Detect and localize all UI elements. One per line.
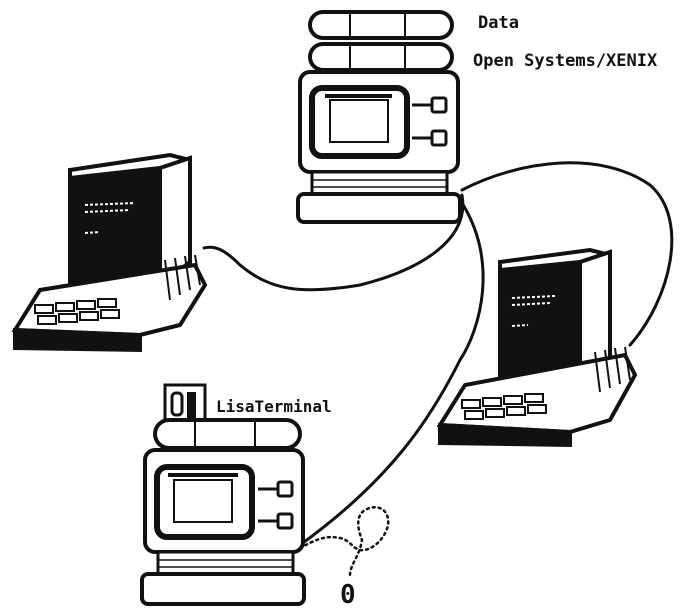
right-terminal-keyboard	[438, 422, 572, 448]
lisa-terminal[interactable]	[140, 383, 306, 606]
cable-server-to-left-terminal	[202, 193, 465, 292]
server-disk-bottom	[308, 42, 454, 72]
mouse-cord	[298, 506, 390, 577]
cable-server-to-lisa	[298, 198, 485, 547]
data-label: Data	[478, 13, 519, 33]
mouse-icon[interactable]: 0	[340, 580, 356, 610]
terminal-app-label: LisaTerminal	[216, 397, 332, 416]
server-disk-top	[308, 10, 454, 40]
server-drive-button-1	[430, 96, 448, 114]
lisa-disk	[153, 418, 302, 450]
left-terminal-keyboard	[13, 327, 142, 353]
server-keyboard	[296, 192, 462, 224]
lisa-drive-button-2	[276, 512, 294, 530]
lisa-drive-button-1	[276, 480, 294, 498]
right-terminal[interactable]	[436, 247, 638, 448]
lisa-keyboard	[140, 572, 306, 606]
network-cables	[202, 161, 674, 547]
server-drive-button-2	[430, 129, 448, 147]
left-terminal[interactable]	[11, 152, 208, 353]
cable-server-to-right-terminal	[460, 161, 674, 347]
server-computer[interactable]	[296, 10, 462, 224]
server-os-label: Open Systems/XENIX	[473, 51, 658, 71]
